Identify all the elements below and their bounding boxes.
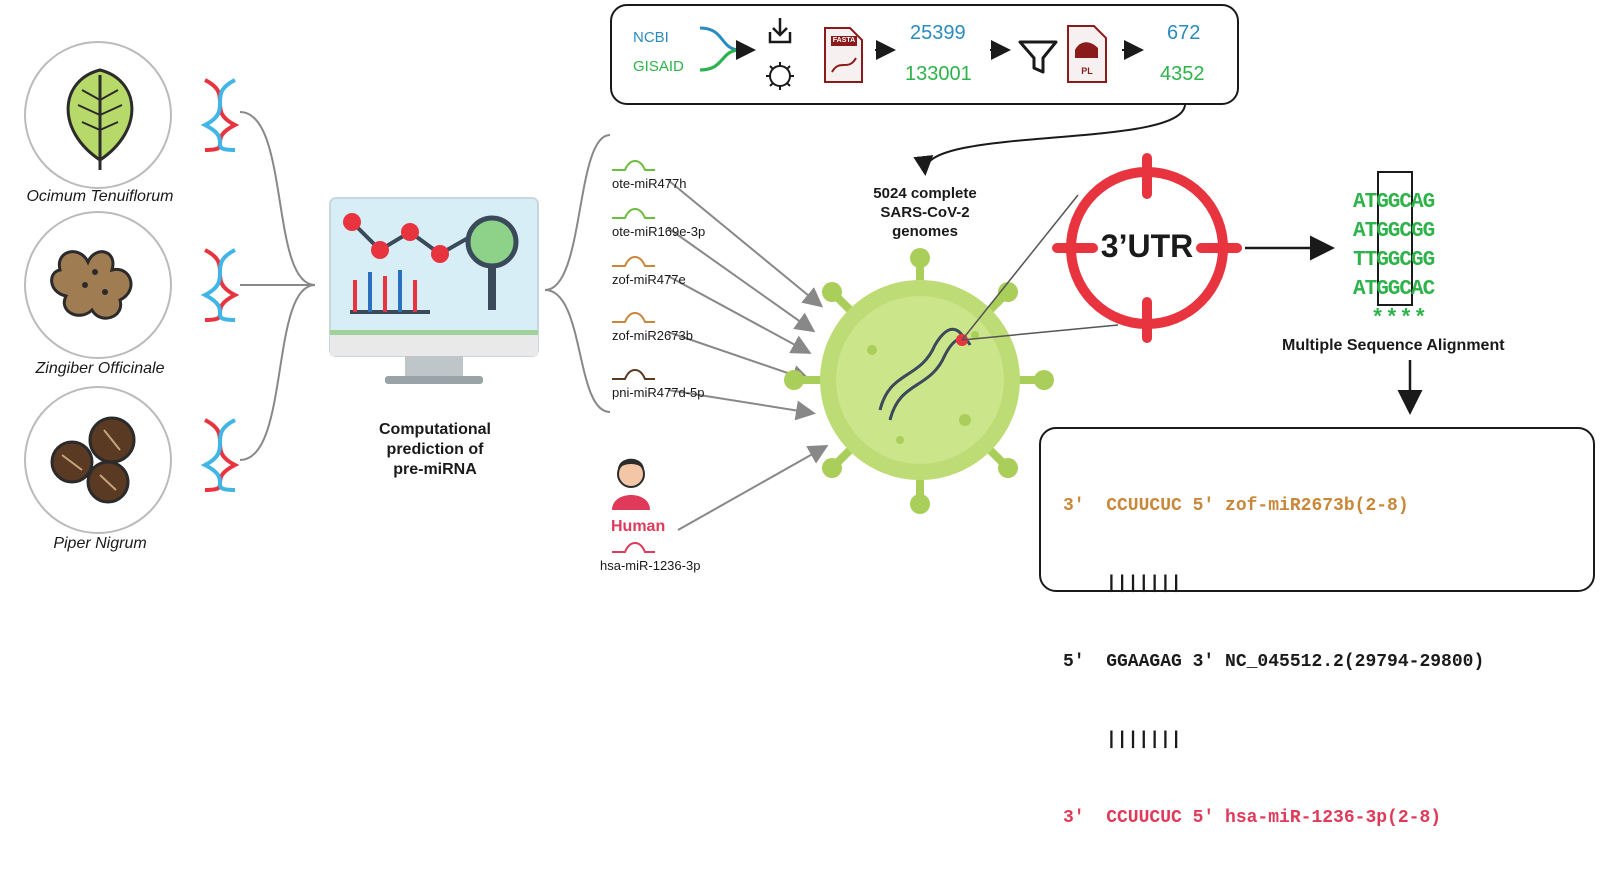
- utr-label: 3’UTR: [1100, 228, 1194, 264]
- mirna-label: ote-miR169e-3p: [612, 224, 706, 239]
- binding-bars: |||||||: [1106, 730, 1182, 750]
- binding-alignment: 3' CCUUCUC 5' zof-miR2673b(2-8) ||||||| …: [1063, 441, 1484, 883]
- binding-box: [1039, 427, 1595, 592]
- black-pepper-icon: [24, 386, 172, 534]
- fasta-label: FASTA: [832, 37, 856, 44]
- conserved-region-box: [1377, 171, 1413, 306]
- mirna-label: zof-miR2673b: [612, 328, 693, 343]
- pl-file-icon: [1067, 25, 1107, 83]
- diagram-graphics: [24, 4, 1595, 592]
- msa-row: TTGGCGG: [1353, 249, 1435, 272]
- source-gisaid: GISAID: [633, 58, 684, 75]
- download-icon: [768, 18, 792, 44]
- basil-leaf-icon: [24, 41, 172, 189]
- pipeline-box: [610, 4, 1239, 105]
- ginger-root-icon: [24, 211, 172, 359]
- pl-label: PL: [1081, 66, 1093, 76]
- binding-row-target: 5' GGAAGAG 3' NC_045512.2(29794-29800): [1063, 652, 1485, 672]
- mirna-arrows: [667, 179, 829, 531]
- mirna-label: ote-miR477h: [612, 176, 687, 191]
- count-gisaid-raw: 133001: [905, 63, 972, 85]
- virus-icon: [766, 62, 794, 90]
- mirna-label: zof-miR477e: [612, 272, 686, 287]
- plant-name-zingiber: Zingiber Officinale: [35, 360, 165, 377]
- crosshair-target-icon: [1052, 153, 1242, 343]
- fasta-file-icon: [824, 27, 863, 83]
- mirna-label: pni-miR477d-5p: [612, 385, 705, 400]
- msa-row: ATGGCAC: [1353, 278, 1435, 301]
- msa-sequences: ATGGCAG ATGGCGG TTGGCGG ATGGCAC: [1353, 188, 1435, 304]
- msa-conservation-stars: ****: [1371, 306, 1428, 331]
- person-icon: [612, 458, 650, 510]
- msa-row: ATGGCAG: [1353, 191, 1435, 214]
- plant-name-piper: Piper Nigrum: [53, 535, 147, 552]
- workflow-diagram: Ocimum Tenuiflorum Zingiber Officinale P…: [24, 4, 1595, 828]
- binding-row-hsa: 3' CCUUCUC 5' hsa-miR-1236-3p(2-8): [1063, 808, 1442, 828]
- binding-bars: |||||||: [1106, 574, 1182, 594]
- sars-cov-2-virus-icon: [784, 248, 1054, 514]
- human-label: Human: [611, 518, 666, 535]
- plant-name-ocimum: Ocimum Tenuiflorum: [26, 188, 174, 205]
- filter-funnel-icon: [1018, 40, 1058, 74]
- genomes-label: 5024 complete SARS-CoV-2 genomes: [873, 185, 977, 240]
- count-ncbi-raw: 25399: [910, 22, 966, 44]
- computer-caption: Computational prediction of pre-miRNA: [379, 421, 491, 478]
- source-ncbi: NCBI: [633, 29, 669, 46]
- count-ncbi-filtered: 672: [1167, 22, 1201, 44]
- mirna-wave-marks: [612, 160, 655, 553]
- count-gisaid-filtered: 4352: [1160, 63, 1205, 85]
- monitor-analysis-icon: [329, 197, 539, 384]
- pipeline-to-genomes-arrow: [913, 103, 1186, 176]
- dna-helix-icon: [200, 78, 240, 492]
- human-mirna-label: hsa-miR-1236-3p: [600, 558, 701, 573]
- msa-caption: Multiple Sequence Alignment: [1282, 337, 1505, 354]
- msa-row: ATGGCGG: [1353, 220, 1435, 243]
- binding-row-zof: 3' CCUUCUC 5' zof-miR2673b(2-8): [1063, 496, 1409, 516]
